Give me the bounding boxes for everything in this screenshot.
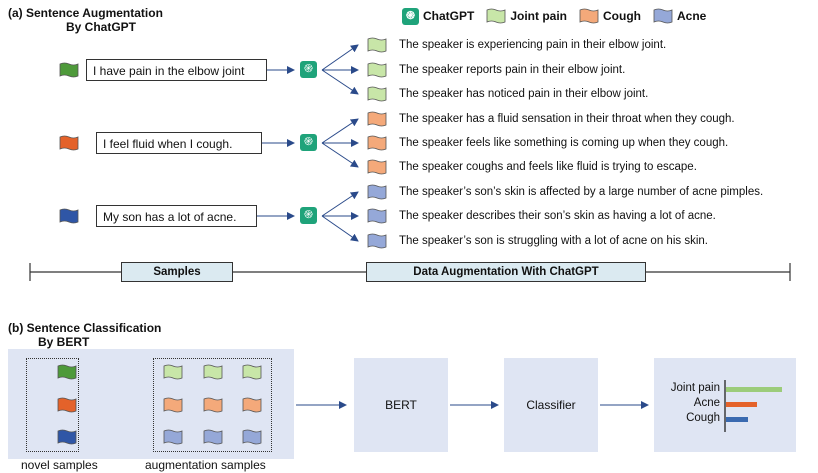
classification-connectors (296, 380, 782, 432)
prediction-label-acne: Acne (693, 397, 720, 409)
flag-icon (367, 184, 387, 200)
classifier-label: Classifier (526, 398, 576, 412)
section-b-subtitle: By BERT (38, 335, 90, 349)
flag-icon (367, 233, 387, 249)
flag-icon (367, 86, 387, 102)
augmentation-samples-group (153, 358, 272, 452)
augmented-sentence: The speaker’s son is struggling with a l… (399, 235, 708, 247)
flag-icon (367, 111, 387, 127)
novel-samples-group (26, 358, 79, 452)
flag-icon (367, 135, 387, 151)
augmented-sentence: The speaker describes their son’s skin a… (399, 210, 716, 222)
novel-samples-caption: novel samples (21, 458, 98, 472)
chatgpt-icon: ֍ (300, 134, 317, 151)
legend-cough: Cough (579, 8, 641, 24)
section-a-title: (a) Sentence Augmentation (8, 6, 163, 20)
prediction-bar-acne (726, 402, 757, 407)
flag-icon (367, 37, 387, 53)
augmentation-samples-caption: augmentation samples (145, 458, 266, 472)
flag-icon (59, 135, 79, 151)
prediction-bar-joint-pain (726, 387, 782, 392)
flag-icon (367, 62, 387, 78)
augmented-sentence: The speaker has noticed pain in their el… (399, 88, 649, 100)
augmented-sentence: The speaker has a fluid sensation in the… (399, 113, 735, 125)
sample-input: I feel fluid when I cough. (96, 132, 262, 154)
prediction-bar-cough (726, 417, 748, 422)
section-a-subtitle: By ChatGPT (66, 20, 137, 34)
augmented-sentence: The speaker reports pain in their elbow … (399, 64, 626, 76)
flag-icon (59, 62, 79, 78)
augmented-sentence: The speaker’s son’s skin is affected by … (399, 186, 764, 198)
section-b-title: (b) Sentence Classification (8, 321, 162, 335)
prediction-label-joint-pain: Joint pain (670, 382, 720, 394)
flag-icon (59, 208, 79, 224)
flag-icon (367, 159, 387, 175)
flag-icon (367, 208, 387, 224)
sample-input: My son has a lot of acne. (96, 205, 257, 227)
legend-acne: Acne (653, 8, 706, 24)
augmentation-bar: Data Augmentation With ChatGPT (366, 262, 646, 282)
augmented-sentence: The speaker feels like something is comi… (399, 137, 729, 149)
classifier-box (504, 358, 598, 452)
chatgpt-icon: ֍ (300, 61, 317, 78)
prediction-label-cough: Cough (686, 412, 720, 424)
bert-label: BERT (385, 398, 417, 412)
augmented-sentence: The speaker coughs and feels like fluid … (399, 161, 697, 173)
legend-joint-pain: Joint pain (486, 8, 567, 24)
bert-box (354, 358, 448, 452)
legend: ֍ ChatGPT Joint pain Cough Acne (402, 6, 712, 26)
legend-chatgpt: ֍ ChatGPT (402, 7, 474, 25)
samples-bar: Samples (121, 262, 233, 282)
chatgpt-icon: ֍ (402, 7, 419, 25)
augmented-sentence: The speaker is experiencing pain in thei… (399, 39, 667, 51)
sample-input: I have pain in the elbow joint (86, 59, 267, 81)
chatgpt-icon: ֍ (300, 207, 317, 224)
